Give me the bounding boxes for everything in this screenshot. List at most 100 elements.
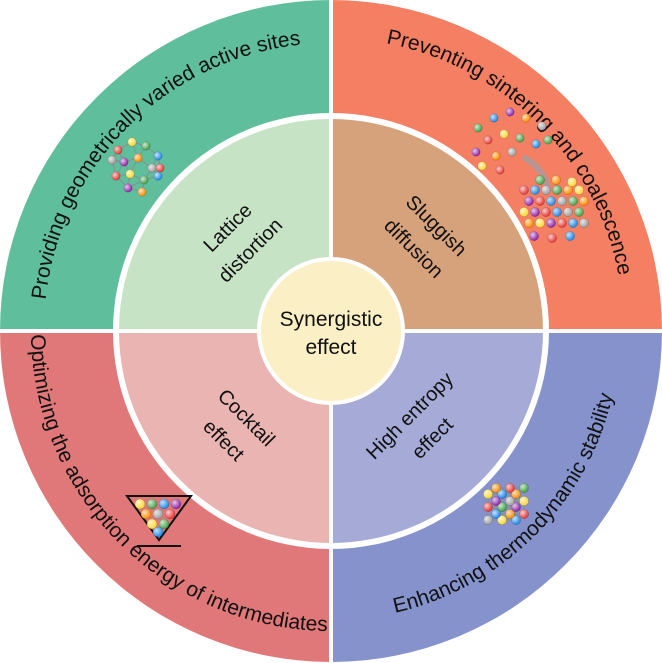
sintered-atom-shine (568, 218, 578, 228)
sintered-atom-shine (529, 231, 539, 241)
sintered-atom-shine (541, 185, 551, 195)
lattice-atom-shine (491, 509, 501, 519)
glass-atom-shine (153, 527, 163, 537)
lattice-atom-shine (491, 483, 501, 493)
lattice-atom-shine (511, 489, 521, 499)
inner-quadrant-top-left (119, 119, 331, 331)
center-label-line2: effect (306, 336, 357, 359)
sintered-atom-shine (551, 175, 561, 185)
glass-atom-shine (141, 509, 151, 519)
lattice-atom-shine (497, 502, 507, 512)
sintered-atom-shine (524, 196, 534, 206)
glass-atom-shine (165, 509, 175, 519)
loose-atom-shine (477, 161, 487, 171)
glass-atom-shine (171, 499, 181, 509)
sintered-atom-shine (519, 207, 529, 217)
sintered-atom-shine (519, 185, 529, 195)
loose-atom-shine (505, 107, 515, 117)
loose-atom-shine (489, 113, 499, 123)
sintered-atom-shine (579, 218, 589, 228)
inner-quadrant-bottom-right (331, 331, 543, 543)
sintered-atom-shine (530, 207, 540, 217)
lattice-atom-shine (519, 483, 529, 493)
crystal-atom-shine (111, 171, 121, 181)
sintered-atom-shine (557, 218, 567, 228)
glass-atom-shine (153, 509, 163, 519)
lattice-atom-shine (491, 496, 501, 506)
lattice-atom-shine (505, 509, 515, 519)
sintered-atom-shine (565, 231, 575, 241)
sintered-atom-shine (546, 218, 556, 228)
sintered-atom-shine (552, 207, 562, 217)
sintered-atom-shine (567, 177, 577, 187)
crystal-atom-shine (107, 155, 117, 165)
sintered-atom-shine (535, 218, 545, 228)
loose-atom-shine (499, 129, 509, 139)
center-fill (261, 261, 401, 401)
lattice-cube-icon (483, 483, 529, 525)
sintered-atom-shine (546, 196, 556, 206)
lattice-atom-shine (483, 515, 493, 525)
loose-atom-shine (491, 151, 501, 161)
crystal-atom-shine (133, 153, 143, 163)
crystal-atom-shine (119, 157, 129, 167)
sintered-atom-shine (541, 207, 551, 217)
crystal-atom-shine (127, 137, 137, 147)
center-label-line1: Synergistic (280, 308, 383, 331)
lattice-atom-shine (519, 496, 529, 506)
crystal-atom-shine (153, 171, 163, 181)
crystal-atom-shine (139, 175, 149, 185)
crystal-atom-shine (137, 187, 147, 197)
sintered-atom-shine (524, 218, 534, 228)
lattice-atom-shine (519, 509, 529, 519)
loose-atom-shine (507, 147, 517, 157)
glass-atom-shine (147, 519, 157, 529)
lattice-atom-shine (505, 496, 515, 506)
sintered-atom-shine (563, 207, 573, 217)
crystal-atom-shine (153, 151, 163, 161)
sintered-atom-shine (530, 185, 540, 195)
loose-atom-shine (471, 147, 481, 157)
loose-atom-shine (521, 113, 531, 123)
loose-atom-shine (537, 121, 547, 131)
glass-atom-shine (159, 499, 169, 509)
sintered-atom-shine (552, 185, 562, 195)
sintered-atom-shine (535, 175, 545, 185)
inner-quadrant-bottom-left (119, 331, 331, 543)
loose-atom-shine (483, 135, 493, 145)
sintered-atom-shine (579, 196, 589, 206)
crystal-atom-shine (155, 163, 165, 173)
sintered-atom-shine (568, 196, 578, 206)
loose-atom-shine (543, 135, 553, 145)
crystal-atom-shine (141, 141, 151, 151)
sintered-atom-shine (563, 185, 573, 195)
scattered-atoms-icon (471, 107, 589, 243)
loose-atom-shine (531, 139, 541, 149)
glass-atom-shine (159, 519, 169, 529)
sintered-atom-shine (535, 196, 545, 206)
loose-atom-shine (515, 133, 525, 143)
crystal-atom-shine (147, 163, 157, 173)
sintered-atom-shine (574, 185, 584, 195)
lattice-atom-shine (505, 483, 515, 493)
lattice-atom-shine (511, 502, 521, 512)
inner-quadrant-top-right (331, 119, 543, 331)
lattice-atom-shine (483, 502, 493, 512)
loose-atom-shine (495, 165, 505, 175)
loose-atom-shine (473, 123, 483, 133)
crystal-atom-shine (123, 183, 133, 193)
glass-atom-shine (135, 499, 145, 509)
lattice-atom-shine (511, 515, 521, 525)
lattice-atom-shine (483, 489, 493, 499)
lattice-atom-shine (497, 489, 507, 499)
glass-atom-shine (147, 499, 157, 509)
sintered-atom-shine (574, 207, 584, 217)
crystal-cluster-icon (107, 137, 165, 197)
cocktail-glass-icon (125, 495, 193, 547)
crystal-atom-shine (113, 145, 123, 155)
lattice-atom-shine (497, 515, 507, 525)
crystal-atom-shine (125, 169, 135, 179)
sintered-atom-shine (547, 233, 557, 243)
